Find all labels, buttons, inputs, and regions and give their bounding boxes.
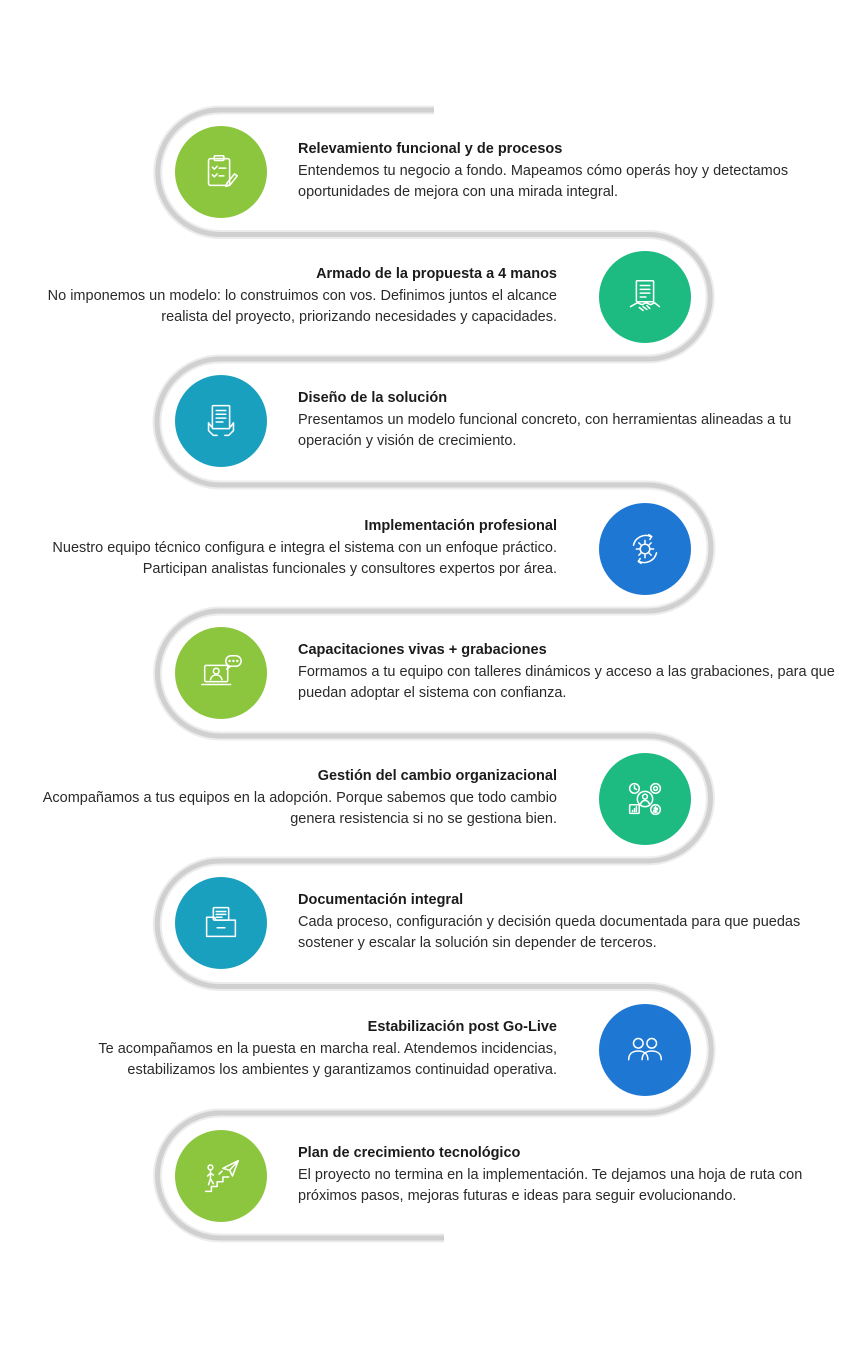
step-title: Implementación profesional — [364, 518, 557, 534]
step-description: Acompañamos a tus equipos en la adopción… — [42, 790, 557, 827]
step-icon-circle — [599, 251, 691, 343]
step-description: Entendemos tu negocio a fondo. Mapeamos … — [298, 163, 789, 200]
step-title: Documentación integral — [298, 892, 464, 908]
document-hands-icon — [198, 398, 244, 444]
step-text: Plan de crecimiento tecnológico El proyec… — [298, 1143, 838, 1207]
step-title: Plan de crecimiento tecnológico — [298, 1145, 521, 1161]
step-icon-circle — [175, 1130, 267, 1222]
laptop-chat-icon — [198, 650, 244, 696]
clipboard-checklist-icon — [198, 149, 244, 195]
step-description: Presentamos un modelo funcional concreto… — [298, 412, 792, 449]
step-description: El proyecto no termina en la implementac… — [298, 1167, 803, 1204]
step-icon-circle — [175, 126, 267, 218]
step-icon-circle — [175, 627, 267, 719]
step-title: Capacitaciones vivas + grabaciones — [298, 642, 547, 658]
person-metrics-icon — [622, 776, 668, 822]
stairs-paperplane-icon — [198, 1153, 244, 1199]
step-description: Nuestro equipo técnico configura e integ… — [52, 540, 557, 577]
step-text: Armado de la propuesta a 4 manos No impon… — [17, 264, 557, 328]
connector-line — [154, 107, 714, 1241]
gear-cycle-icon — [622, 526, 668, 572]
step-icon-circle — [175, 877, 267, 969]
step-description: Te acompañamos en la puesta en marcha re… — [98, 1041, 557, 1078]
users-icon — [622, 1027, 668, 1073]
step-icon-circle — [599, 1004, 691, 1096]
step-title: Diseño de la solución — [298, 390, 448, 406]
step-title: Estabilización post Go-Live — [367, 1019, 557, 1035]
step-description: No imponemos un modelo: lo construimos c… — [47, 288, 557, 325]
folder-document-icon — [198, 900, 244, 946]
step-icon-circle — [599, 753, 691, 845]
step-title: Armado de la propuesta a 4 manos — [316, 266, 557, 282]
step-title: Gestión del cambio organizacional — [317, 768, 557, 784]
step-description: Cada proceso, configuración y decisión q… — [298, 914, 801, 951]
step-icon-circle — [175, 375, 267, 467]
document-handshake-icon — [622, 274, 668, 320]
step-title: Relevamiento funcional y de procesos — [298, 141, 563, 157]
step-icon-circle — [599, 503, 691, 595]
step-text: Estabilización post Go-Live Te acompañamo… — [17, 1017, 557, 1081]
step-description: Formamos a tu equipo con talleres dinámi… — [298, 664, 835, 701]
